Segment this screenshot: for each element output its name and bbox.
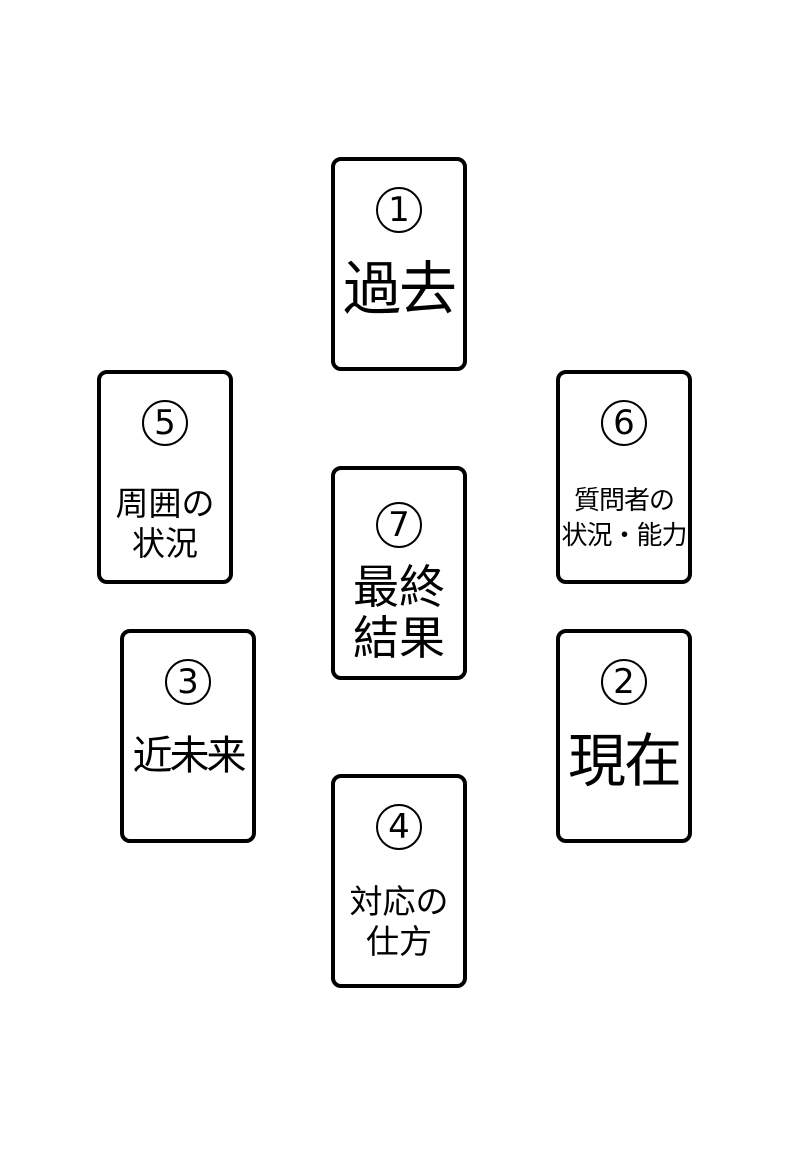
card-4-response: ④4 対応の 仕方 <box>331 774 467 988</box>
card-number-3: ③3 <box>165 659 211 705</box>
card-label-4: 対応の 仕方 <box>349 882 449 961</box>
card-6-questioner: ⑥6 質問者の 状況・能力 <box>556 370 692 584</box>
card-number-6: ⑥6 <box>601 400 647 446</box>
card-label-2: 現在 <box>567 727 682 795</box>
card-label-6: 質問者の 状況・能力 <box>561 486 687 552</box>
card-5-surroundings: ⑤5 周囲の 状況 <box>97 370 233 584</box>
card-number-1: ①1 <box>376 187 422 233</box>
card-1-past: ①1 過去 <box>331 157 467 371</box>
card-3-near-future: ③3 近未来 <box>120 629 256 843</box>
card-label-7: 最終 結果 <box>353 560 445 665</box>
card-label-1: 過去 <box>342 255 457 323</box>
card-label-3: 近未来 <box>132 733 247 779</box>
card-label-5: 周囲の 状況 <box>115 484 215 563</box>
card-2-present: ②2 現在 <box>556 629 692 843</box>
card-7-final-result: ⑦7 最終 結果 <box>331 466 467 680</box>
card-number-4: ④4 <box>376 804 422 850</box>
card-number-2: ②2 <box>601 659 647 705</box>
card-number-7: ⑦7 <box>376 502 422 548</box>
card-number-5: ⑤5 <box>142 400 188 446</box>
